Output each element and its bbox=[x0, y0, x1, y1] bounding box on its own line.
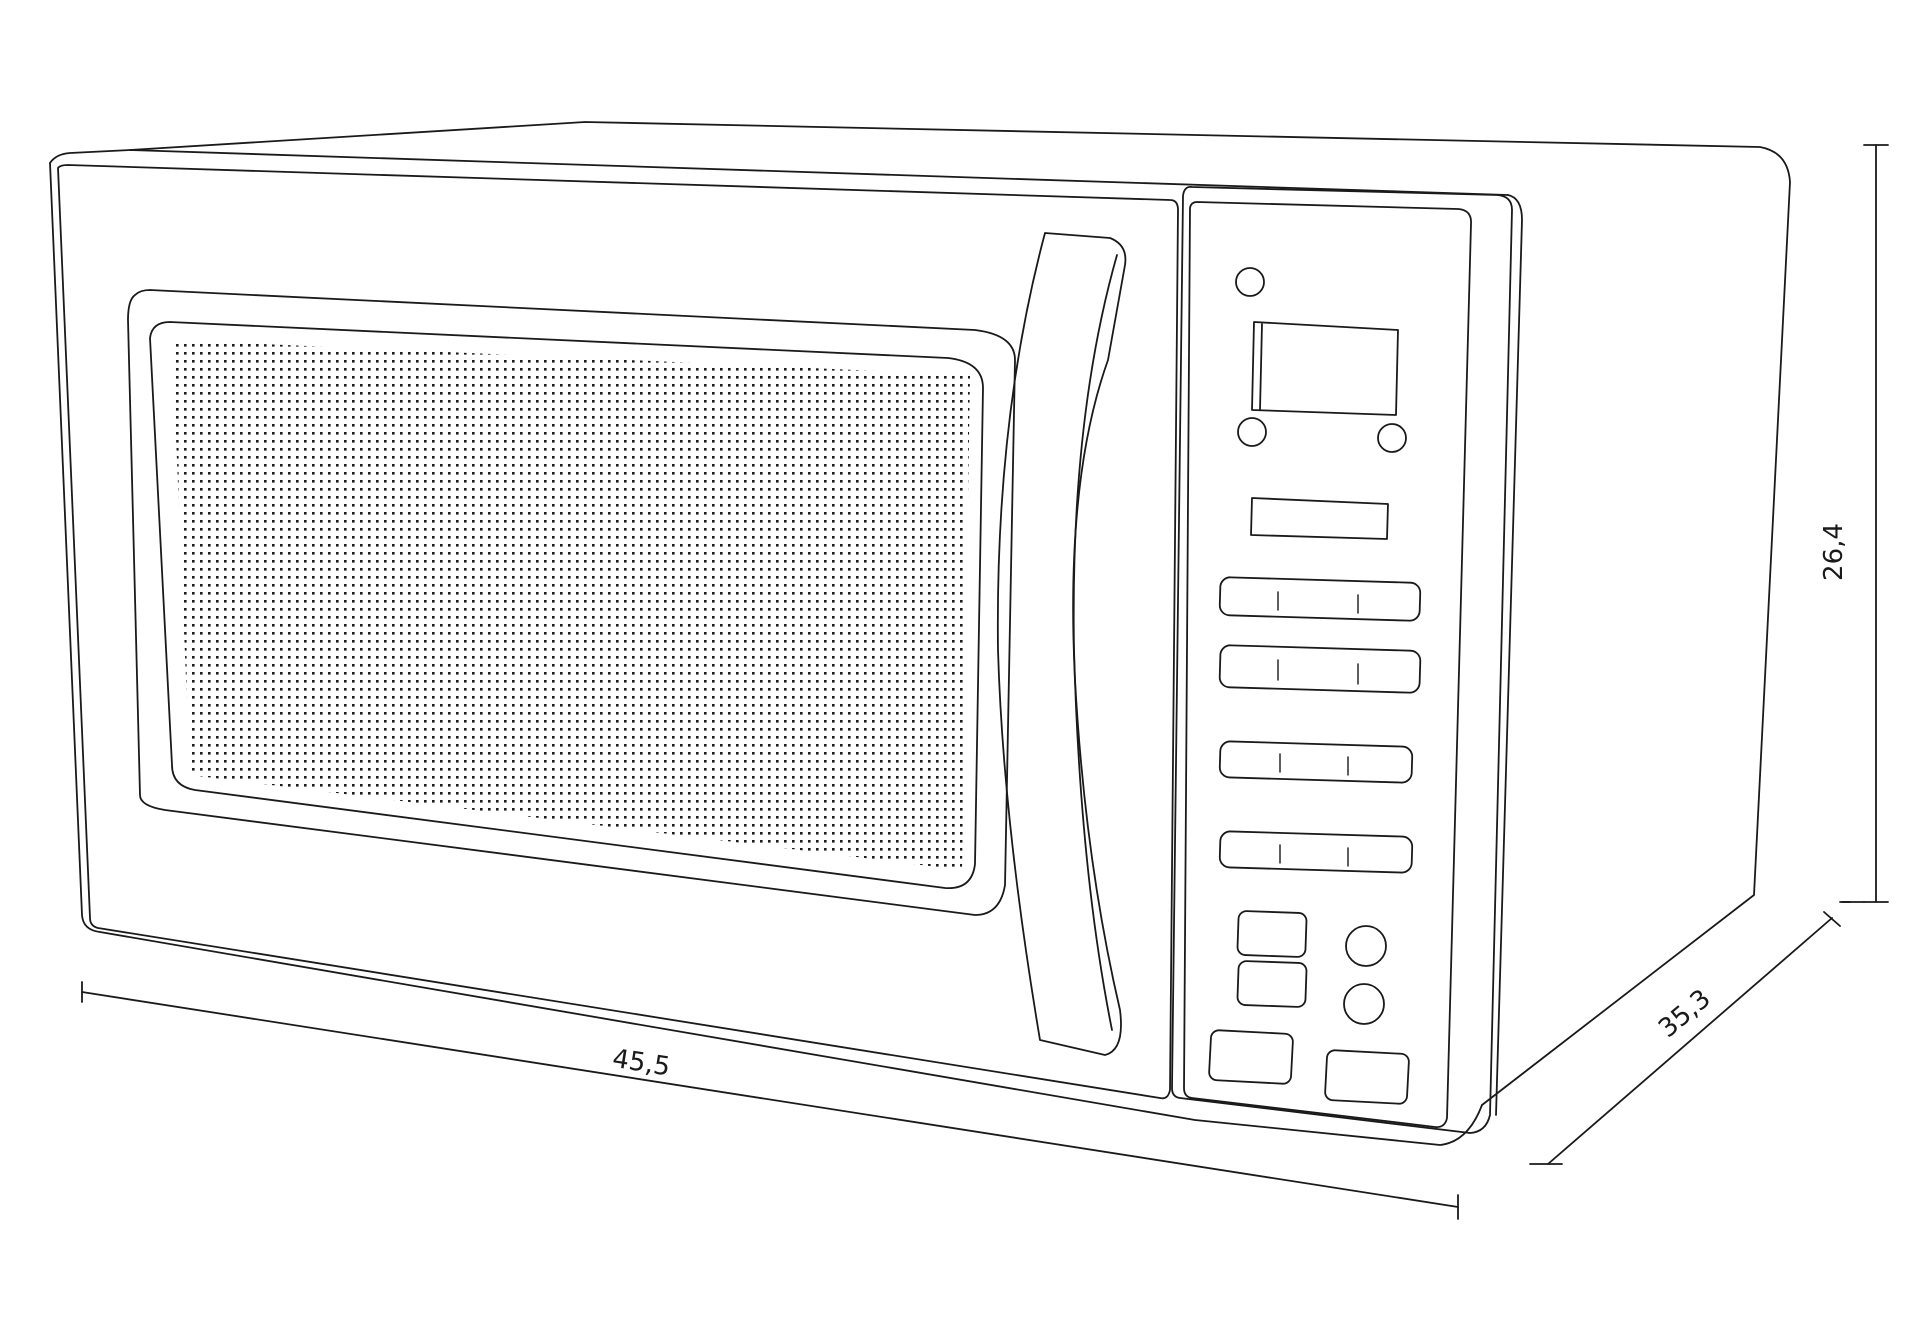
body-bottom-edge bbox=[49, 162, 1483, 1146]
width-dimension-line bbox=[81, 981, 1459, 1220]
knob-upper[interactable] bbox=[1345, 925, 1387, 967]
control-button-row-4[interactable] bbox=[1218, 830, 1414, 874]
depth-dimension-line bbox=[1529, 911, 1841, 1165]
control-panel-outer bbox=[1171, 186, 1513, 1134]
body-side-front-edge bbox=[1495, 194, 1523, 1116]
height-dimension-line bbox=[1839, 144, 1889, 903]
door-handle[interactable] bbox=[996, 232, 1127, 1056]
body-top-inner-line bbox=[129, 149, 1509, 196]
indicator-light-left bbox=[1237, 417, 1267, 447]
indicator-light-top bbox=[1235, 267, 1265, 297]
start-button[interactable] bbox=[1208, 1029, 1294, 1085]
indicator-light-right bbox=[1377, 423, 1407, 453]
control-button-row-1[interactable] bbox=[1218, 576, 1422, 622]
window-mesh bbox=[172, 340, 970, 870]
control-button-row-3[interactable] bbox=[1218, 740, 1414, 784]
door-frame bbox=[57, 164, 1179, 1100]
body-top-edge bbox=[49, 121, 1791, 1106]
window-inner bbox=[149, 321, 984, 889]
control-button-row-2[interactable] bbox=[1218, 644, 1422, 694]
door-handle-inner-curve bbox=[1072, 254, 1118, 1031]
display-screen-inner bbox=[1259, 323, 1263, 411]
control-panel-inner bbox=[1183, 201, 1472, 1128]
height-dimension-label: 26,4 bbox=[1819, 523, 1849, 581]
window-outer bbox=[127, 289, 1016, 916]
display-screen bbox=[1251, 321, 1399, 416]
small-button-lower[interactable] bbox=[1236, 960, 1308, 1008]
knob-lower[interactable] bbox=[1343, 983, 1385, 1025]
stop-button[interactable] bbox=[1324, 1049, 1410, 1105]
secondary-display bbox=[1250, 497, 1389, 540]
small-button-upper[interactable] bbox=[1236, 910, 1308, 958]
depth-dimension-label: 35,3 bbox=[1653, 984, 1717, 1044]
